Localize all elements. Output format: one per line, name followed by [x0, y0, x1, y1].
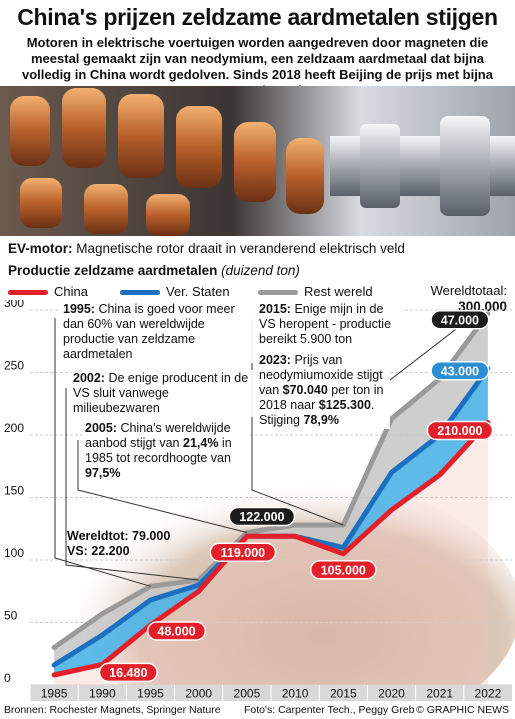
series-lines	[51, 311, 491, 678]
x-tick-1995: 1995	[137, 687, 164, 701]
value-label-text: 16.480	[109, 666, 147, 680]
value-label-210000: 210.000	[426, 420, 494, 441]
value-label-pill	[146, 621, 207, 641]
value-label-43000: 43.000	[430, 361, 490, 381]
footer-sources: Bronnen: Rochester Magnets, Springer Nat…	[4, 704, 221, 716]
y-tick-100: 100	[4, 546, 24, 560]
value-label-119000: 119.000	[209, 542, 277, 562]
value-label-text: 43.000	[441, 364, 479, 378]
value-label-pill	[209, 542, 277, 562]
legend-item-china: China	[8, 283, 88, 301]
value-label-105000: 105.000	[309, 560, 377, 580]
value-label-pill	[309, 560, 377, 580]
leader-1995	[54, 318, 151, 587]
x-tick-1990: 1990	[89, 687, 116, 701]
y-axis-labels: 0 50 100 150 200 250 300	[4, 300, 24, 685]
line-rest-world	[51, 311, 491, 650]
production-chart: 0 50 100 150 200 250 300 1985 1990 1995 2000 2005 2…	[4, 300, 515, 701]
y-tick-300: 300	[4, 300, 24, 310]
chart-heading: Productie zeldzame aardmetalen (duizend …	[8, 263, 300, 278]
ev-motor-photo	[0, 86, 515, 236]
x-tick-2020: 2020	[378, 687, 405, 701]
x-tick-2010: 2010	[282, 687, 309, 701]
footer-credit: © GRAPHIC NEWS	[416, 704, 509, 716]
x-tick-2015: 2015	[330, 687, 357, 701]
y-tick-0: 0	[4, 671, 11, 685]
y-tick-50: 50	[4, 609, 18, 623]
value-label-text: 48.000	[157, 625, 195, 639]
note-2015: 2015: Enige mijn in de VS heropent - pro…	[256, 301, 402, 348]
legend: China Ver. Staten Rest wereld	[8, 283, 508, 301]
footer: Bronnen: Rochester Magnets, Springer Nat…	[0, 702, 515, 719]
legend-item-rest: Rest wereld	[258, 283, 373, 301]
value-label-pill	[430, 361, 490, 381]
x-tick-2005: 2005	[234, 687, 261, 701]
value-labels: 16.480 48.000 119.000 105.000 210.000 43.000 4…	[98, 310, 494, 683]
value-label-pill	[430, 310, 490, 330]
value-label-47000: 47.000	[430, 310, 490, 330]
x-tick-2021: 2021	[426, 687, 453, 701]
y-tick-200: 200	[4, 421, 24, 435]
value-label-pill	[426, 420, 494, 441]
powder-background	[80, 480, 515, 701]
value-label-16480: 16.480	[98, 662, 158, 683]
value-label-pill	[228, 506, 296, 527]
y-tick-150: 150	[4, 484, 24, 498]
note-2002: 2002: De enige producent in de VS sluit …	[70, 370, 254, 417]
value-label-text: 105.000	[321, 563, 366, 577]
x-tick-2022: 2022	[475, 687, 502, 701]
x-tick-1985: 1985	[41, 687, 68, 701]
y-tick-250: 250	[4, 359, 24, 373]
leader-2005	[77, 440, 248, 533]
value-label-text: 47.000	[441, 313, 479, 327]
value-label-48000: 48.000	[146, 621, 207, 641]
leader-2002	[65, 388, 199, 581]
line-china	[51, 420, 491, 678]
x-axis: 1985 1990 1995 2000 2005 2010 2015 2020 2021 2022	[29, 685, 512, 701]
value-label-pill	[98, 662, 158, 683]
copper-coils	[10, 88, 324, 236]
footer-photos: Foto's: Carpenter Tech., Peggy Greb	[244, 704, 415, 716]
note-2005: 2005: China's wereldwijde aanbod stijgt …	[82, 420, 248, 482]
note-1995: 1995: China is goed voor meer dan 60% va…	[60, 301, 256, 363]
value-label-text: 210.000	[437, 424, 482, 438]
value-label-text: 122.000	[239, 510, 284, 524]
area-rest-world	[54, 313, 488, 665]
chart-title: China's prijzen zeldzame aardmetalen sti…	[17, 4, 498, 30]
value-label-122000: 122.000	[228, 506, 296, 527]
photo-caption: EV-motor: Magnetische rotor draait in ve…	[8, 241, 405, 256]
legend-item-us: Ver. Staten	[120, 283, 230, 301]
note-2023: 2023: Prijs van neodymiumoxide stijgt va…	[256, 352, 390, 429]
x-tick-2000: 2000	[185, 687, 212, 701]
value-label-text: 119.000	[221, 546, 266, 560]
